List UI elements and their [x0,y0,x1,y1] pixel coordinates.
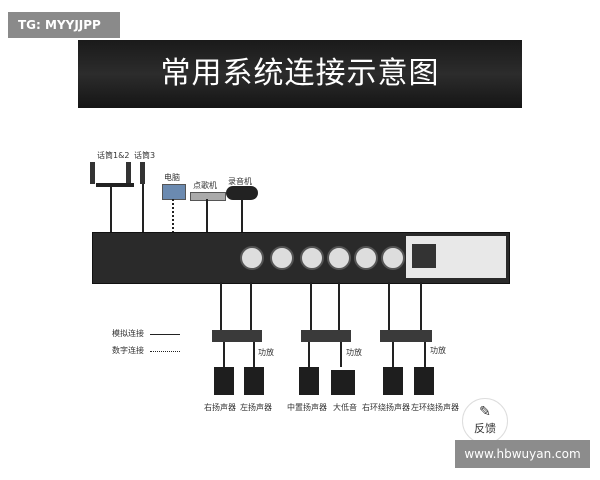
speaker-icon [244,367,264,395]
xlr-output [381,246,405,270]
feedback-label: 反馈 [474,422,496,435]
subwoofer-icon [331,370,355,395]
speaker-icon [299,367,319,395]
xlr-output [240,246,264,270]
label-karaoke: 点歌机 [193,181,217,190]
xlr-output [270,246,294,270]
mic-icon [140,162,145,184]
label-recorder: 录音机 [228,177,252,186]
xlr-output [354,246,378,270]
speaker-label: 右扬声器 [204,403,236,412]
amplifier [380,330,432,342]
fan-icon [412,244,436,268]
xlr-output [300,246,324,270]
speaker-label: 中置扬声器 [287,403,327,412]
mic-icon [90,162,95,184]
label-mic3: 话筒3 [134,151,156,160]
label-mic12: 话筒1&2 [97,151,130,160]
xlr-output [327,246,351,270]
watermark: www.hbwuyan.com [455,440,590,468]
speaker-label: 左环绕扬声器 [411,403,459,412]
speaker-label: 左扬声器 [240,403,272,412]
speaker-icon [414,367,434,395]
page-title: 常用系统连接示意图 [160,56,440,91]
speaker-icon [214,367,234,395]
karaoke-player-icon [190,192,226,201]
title-banner [78,40,522,108]
legend-analog: 模拟连接 [112,329,144,338]
speaker-label: 右环绕扬声器 [362,403,410,412]
label-computer: 电脑 [164,173,180,182]
laptop-icon [162,184,186,200]
amp-label: 功放 [346,348,362,357]
edit-icon: ✎ [479,404,491,420]
amp-label: 功放 [258,348,274,357]
legend-digital: 数字连接 [112,346,144,355]
recorder-icon [226,186,258,200]
mic-icon [126,162,131,184]
feedback-button[interactable]: ✎ 反馈 [462,398,508,444]
speaker-label: 大低音 [333,403,357,412]
receiver-icon [96,183,134,187]
speaker-icon [383,367,403,395]
amplifier [301,330,351,342]
badge: TG: MYYJJPP [8,12,120,38]
amp-label: 功放 [430,346,446,355]
amplifier [212,330,262,342]
